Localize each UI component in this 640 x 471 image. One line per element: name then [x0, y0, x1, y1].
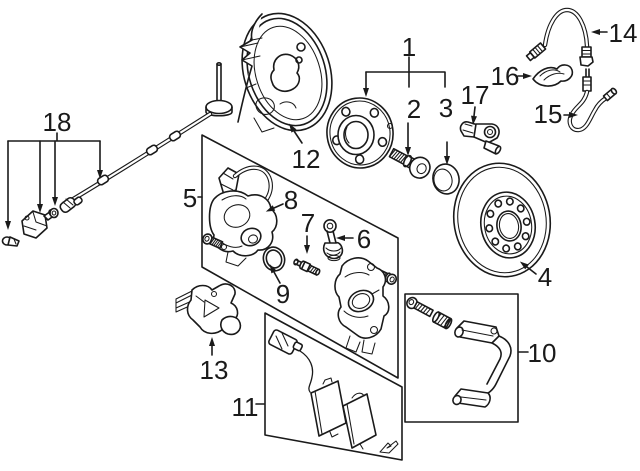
part-brake-hose-upper — [525, 7, 594, 67]
caliper-bolt-left — [202, 233, 224, 250]
part-bleeder-valve — [293, 258, 321, 276]
part-dust-cap — [432, 163, 460, 195]
leader-lines — [5, 29, 608, 405]
callout-2: 2 — [407, 94, 421, 124]
callout-1: 1 — [402, 32, 416, 62]
kit-box-caliper — [201, 134, 399, 379]
callout-8: 8 — [284, 185, 298, 215]
caliper-body — [334, 257, 390, 355]
part-parking-brake-lever — [175, 283, 242, 336]
part-brake-rotor — [452, 162, 552, 278]
callout-labels: 1 2 3 4 5 6 7 8 9 10 11 12 13 14 15 16 1… — [43, 18, 638, 422]
callout-9: 9 — [276, 279, 290, 309]
callout-14: 14 — [609, 18, 638, 48]
part-guide-pin — [322, 219, 344, 262]
part-parking-brake-actuator — [208, 165, 278, 267]
pad-wear-clip — [379, 440, 399, 454]
part-splash-shield — [237, 12, 333, 133]
part-caliper-bracket — [452, 320, 512, 408]
callout-10: 10 — [528, 338, 557, 368]
callout-16: 16 — [491, 61, 520, 91]
kit-box-bracket — [404, 293, 519, 423]
part-brake-hose-lower — [567, 68, 618, 133]
part-wheel-hub — [326, 97, 394, 169]
callout-3: 3 — [439, 93, 453, 123]
callout-13: 13 — [200, 355, 229, 385]
part-abs-harness — [67, 111, 213, 204]
callout-12: 12 — [292, 144, 321, 174]
callout-18: 18 — [43, 107, 72, 137]
bracket-bushing — [431, 311, 453, 330]
callout-4: 4 — [538, 262, 552, 292]
kit-box-pads — [264, 312, 403, 461]
brake-pad-inner — [310, 377, 347, 438]
bracket-bolt — [406, 296, 434, 318]
callout-6: 6 — [357, 224, 371, 254]
part-abs-sensor — [459, 121, 502, 155]
callout-15: 15 — [534, 99, 563, 129]
callout-11: 11 — [232, 392, 259, 422]
callout-5: 5 — [183, 183, 197, 213]
part-retaining-clip — [532, 64, 574, 87]
part-sensor-kit — [1, 196, 83, 247]
callout-17: 17 — [461, 80, 490, 110]
part-seal-ring — [262, 246, 286, 272]
pad-wear-sensor-connector — [268, 329, 304, 355]
callout-7: 7 — [301, 208, 315, 238]
brake-pad-outer — [342, 392, 377, 450]
mounting-pin — [205, 61, 233, 117]
part-hub-bolt — [388, 147, 431, 179]
